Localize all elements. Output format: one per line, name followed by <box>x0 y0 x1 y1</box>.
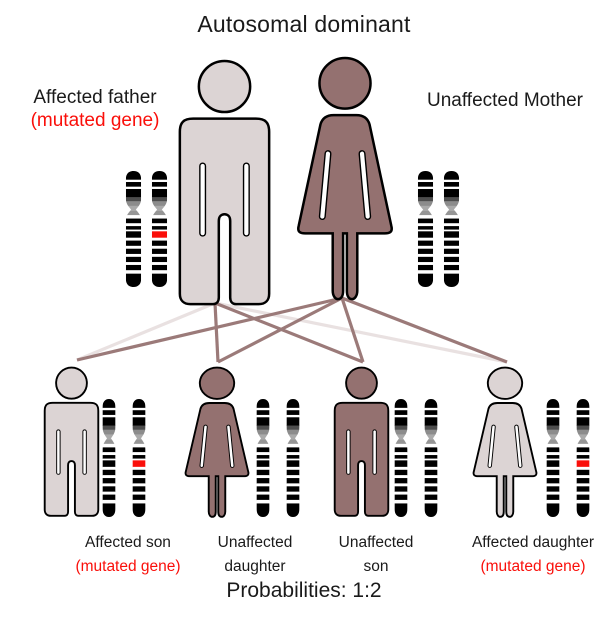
child-figure-affected-son <box>43 367 100 517</box>
chromosome-normal <box>255 399 271 517</box>
father-chromosome-pair <box>124 171 169 287</box>
father-label-line2: (mutated gene) <box>30 110 160 131</box>
father-label-line1: Affected father <box>33 87 157 108</box>
chromosome-normal <box>393 399 409 517</box>
child-label-unaffected-son: Unaffected son <box>291 531 461 579</box>
chromosome-normal <box>416 171 435 287</box>
probabilities-label: Probabilities: 1:2 <box>226 579 382 602</box>
mother-label: Unaffected Mother <box>427 90 583 111</box>
child-label-line1: Unaffected <box>338 534 414 551</box>
child-label-line2: (mutated gene) <box>480 558 586 575</box>
child-label-unaffected-daughter: Unaffected daughter <box>170 531 340 579</box>
chromosome-normal <box>101 399 117 517</box>
chromosome-normal <box>423 399 439 517</box>
mother-chromosome-pair <box>416 171 461 287</box>
chromosome-mutated <box>131 399 147 517</box>
chromosome-mutated <box>150 171 169 287</box>
child-label-affected-son: Affected son (mutated gene) <box>43 531 213 579</box>
chromosome-pair-affected-son <box>101 399 147 517</box>
child-label-line2: son <box>363 558 389 575</box>
father-label: Affected father (mutated gene) <box>5 86 185 132</box>
child-figure-unaffected-son <box>333 367 390 517</box>
child-label-line1: Unaffected <box>217 534 293 551</box>
father-figure <box>177 60 272 306</box>
child-label-line1: Affected daughter <box>471 534 595 551</box>
child-label-line2: (mutated gene) <box>75 558 181 575</box>
chromosome-mutated <box>575 399 591 517</box>
mother-figure <box>293 57 397 301</box>
chromosome-normal <box>545 399 561 517</box>
diagram-title: Autosomal dominant <box>197 11 411 37</box>
chromosome-pair-unaffected-son <box>393 399 439 517</box>
chromosome-pair-affected-daughter <box>545 399 591 517</box>
chromosome-normal <box>285 399 301 517</box>
child-figure-affected-daughter <box>470 367 540 518</box>
child-label-line1: Affected son <box>85 534 171 551</box>
chromosome-normal <box>124 171 143 287</box>
chromosome-normal <box>442 171 461 287</box>
child-label-affected-daughter: Affected daughter (mutated gene) <box>448 531 608 579</box>
chromosome-pair-unaffected-daughter <box>255 399 301 517</box>
child-label-line2: daughter <box>224 558 286 575</box>
child-figure-unaffected-daughter <box>182 367 252 518</box>
